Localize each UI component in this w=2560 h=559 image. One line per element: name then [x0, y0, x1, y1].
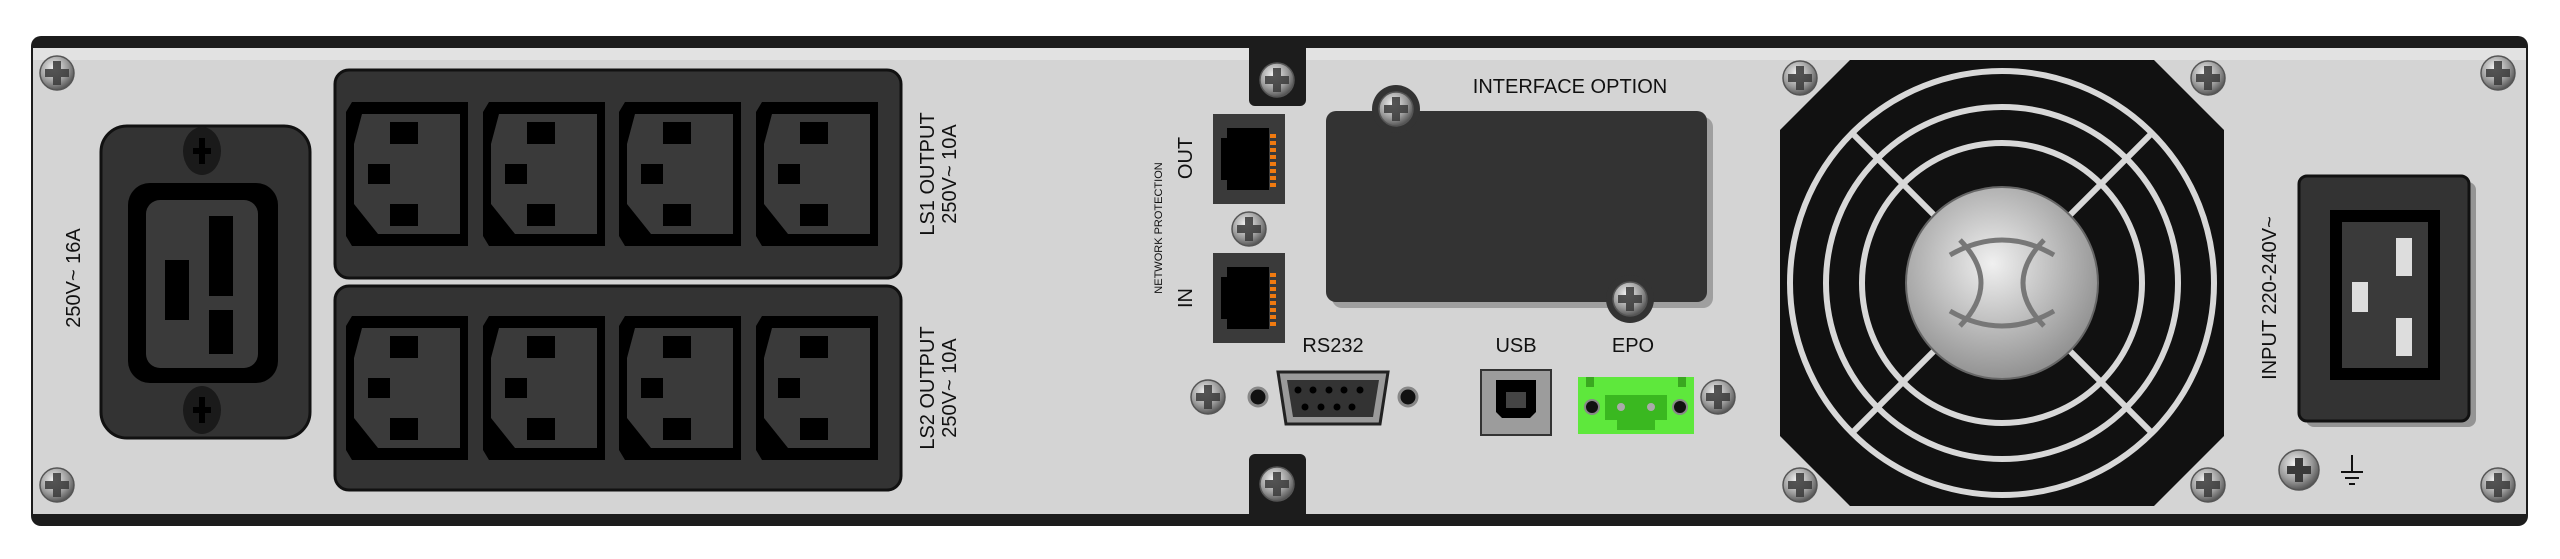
screw-icon — [39, 55, 75, 91]
rs232-port[interactable] — [1247, 370, 1419, 426]
c13-outlet[interactable] — [483, 316, 605, 460]
c20-input-socket[interactable] — [2297, 174, 2476, 427]
usb-label: USB — [1495, 335, 1536, 357]
rj45-out-port[interactable] — [1213, 114, 1285, 204]
c13-outlet[interactable] — [346, 316, 468, 460]
c13-outlet[interactable] — [346, 102, 468, 246]
ground-symbol-icon — [2341, 455, 2363, 485]
c13-outlet[interactable] — [756, 102, 878, 246]
epo-terminal[interactable] — [1578, 377, 1694, 434]
fan-hub — [1905, 186, 2099, 380]
screw-icon — [1378, 91, 1414, 127]
ls1-title: LS1 OUTPUT — [917, 112, 939, 235]
screw-icon — [1231, 211, 1267, 247]
ls2-title: LS2 OUTPUT — [917, 326, 939, 449]
usb-port[interactable] — [1480, 369, 1552, 436]
rj45-in-port[interactable] — [1213, 253, 1285, 343]
c19-outlet[interactable] — [99, 124, 312, 440]
interface-option-slot[interactable] — [1326, 111, 1707, 302]
screw-icon — [2190, 60, 2226, 96]
interface-option-label: INTERFACE OPTION — [1473, 76, 1667, 98]
ls1-outlet-bank — [333, 68, 903, 280]
c19-rating-label: 250V~ 16A — [63, 228, 85, 328]
ls2-rating: 250V~ 10A — [939, 338, 961, 438]
input-rating-label: INPUT 220-240V~ — [2259, 216, 2281, 380]
screw-icon — [2480, 467, 2516, 503]
net-out-label: OUT — [1175, 137, 1197, 179]
epo-label: EPO — [1612, 335, 1654, 357]
screw-icon — [2480, 55, 2516, 91]
ls2-outlet-bank — [333, 284, 903, 492]
ground-screw — [2278, 449, 2320, 491]
screw-icon — [1259, 466, 1295, 502]
screw-icon — [1782, 467, 1818, 503]
screw-icon — [1259, 62, 1295, 98]
ls1-rating: 250V~ 10A — [939, 124, 961, 224]
rs232-label: RS232 — [1302, 335, 1363, 357]
c13-outlet[interactable] — [483, 102, 605, 246]
screw-icon — [1782, 60, 1818, 96]
fan-grille — [1780, 60, 2224, 506]
screw-icon — [1612, 281, 1648, 317]
c13-outlet[interactable] — [619, 102, 741, 246]
net-in-label: IN — [1175, 288, 1197, 308]
network-protection-label: NETWORK PROTECTION — [1153, 162, 1165, 293]
screw-icon — [1190, 379, 1226, 415]
c13-outlet[interactable] — [756, 316, 878, 460]
screw-icon — [39, 467, 75, 503]
screw-icon — [1700, 379, 1736, 415]
screw-icon — [2190, 467, 2226, 503]
c13-outlet[interactable] — [619, 316, 741, 460]
